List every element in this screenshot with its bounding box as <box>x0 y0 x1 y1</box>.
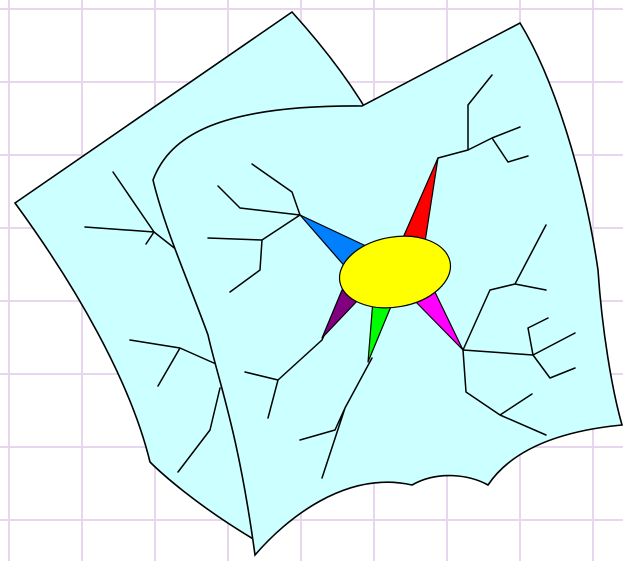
map-illustration <box>0 0 623 561</box>
grid-background <box>0 0 623 561</box>
